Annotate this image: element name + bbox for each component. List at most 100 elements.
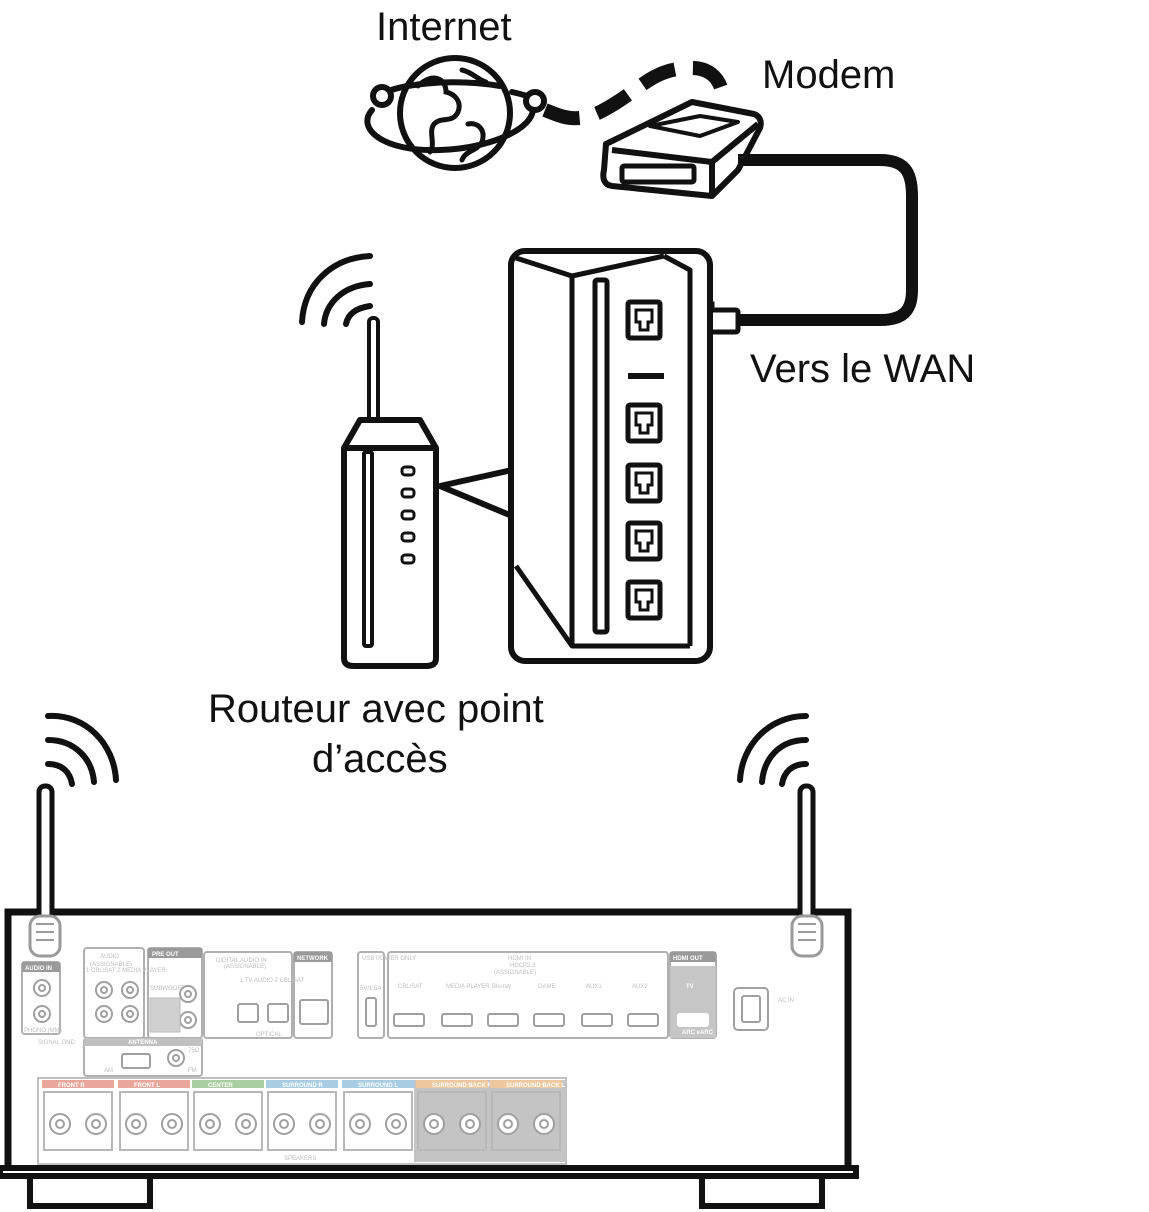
speaker-group-label: SURROUND L: [358, 1083, 398, 1089]
speaker-group-label: FRONT L: [134, 1083, 160, 1089]
router-label-line1: Routeur avec point: [208, 687, 544, 731]
lan-port-2-icon: [625, 462, 663, 504]
panel-usb-rating-label: 5V/1.5A: [360, 986, 381, 992]
hdmi-input-label: MEDIA PLAYER: [446, 984, 490, 990]
panel-am-label: AM: [104, 1068, 113, 1074]
hdmi-input-label: Blu-ray: [492, 984, 511, 990]
receiver-antenna-left: [28, 783, 62, 958]
router-wifi-signal-icon: [299, 253, 373, 327]
speaker-terminal-center: [465, 1119, 475, 1129]
panel-phono-label: PHONO (MM): [24, 1028, 62, 1034]
router-antenna: [367, 316, 380, 432]
speaker-terminal-block: [267, 1091, 337, 1151]
hdmi-input-label: CBL/SAT: [398, 984, 423, 990]
hdmi-port: [441, 1013, 473, 1027]
lan-port-3-icon: [625, 520, 663, 562]
speaker-terminal-center: [355, 1119, 365, 1129]
receiver-wifi-right-icon: [737, 713, 809, 787]
panel-usb-label: USB POWER ONLY: [362, 956, 416, 962]
hdmi-ports: [393, 1013, 659, 1027]
speaker-terminal-center: [205, 1119, 215, 1129]
panel-hdmi-out-label: HDMI OUT: [673, 956, 703, 962]
panel-arc-label: ARC eARC: [682, 1030, 714, 1036]
panel-audio-ports-label: 1 CBL/SAT 2 MEDIA PLAYER: [86, 968, 166, 974]
speaker-group-header: [416, 1080, 488, 1088]
hdmi-input-label: AUX1: [586, 984, 602, 990]
hdmi-input-label: AUX2: [632, 984, 648, 990]
speaker-group-header: [490, 1080, 562, 1088]
speaker-group-label: CENTER: [208, 1083, 233, 1089]
panel-fm-label: FM: [188, 1068, 197, 1074]
speaker-terminal-block: [343, 1091, 413, 1151]
panel-fm-ohm-label: 75Ω: [188, 1048, 200, 1054]
receiver-antenna-right: [790, 783, 824, 958]
hdmi-port: [487, 1013, 519, 1027]
speaker-group-header: [342, 1080, 414, 1088]
hdmi-port: [581, 1013, 613, 1027]
av-receiver-rear: AUDIO IN AUDIO (ASSIGNABLE) 1 CBL/SAT 2 …: [0, 783, 859, 1209]
panel-digital-audio-label: DIGITAL AUDIO IN: [216, 958, 267, 964]
speaker-terminal-block: [119, 1091, 189, 1151]
panel-antenna-label: ANTENNA: [128, 1040, 158, 1046]
speaker-terminal-center: [503, 1119, 513, 1129]
panel-optical-label: OPTICAL: [256, 1032, 282, 1038]
internet-link-dashed: [542, 60, 730, 126]
speaker-terminal-center: [315, 1119, 325, 1129]
speaker-terminal-center: [55, 1119, 65, 1129]
modem-icon: [600, 99, 764, 199]
wan-cable: [738, 154, 918, 326]
panel-audio-main-label: AUDIO: [100, 954, 119, 960]
speaker-group-label: SURROUND BACK L: [506, 1083, 565, 1089]
speaker-terminal-center: [279, 1119, 289, 1129]
speaker-terminal-block: [43, 1091, 113, 1151]
wan-label: Vers le WAN: [750, 347, 976, 391]
panel-pre-out-label: PRE OUT: [152, 952, 179, 958]
router-ports: [625, 299, 663, 621]
router-callout-pointer: [437, 467, 514, 519]
router-rear-panel: [508, 248, 713, 664]
hdmi-port: [627, 1013, 659, 1027]
speaker-group-header: [266, 1080, 338, 1088]
speaker-terminal-block: [193, 1091, 263, 1151]
rca-jacks: [33, 979, 197, 1067]
panel-speakers-label: SPEAKERS: [284, 1156, 316, 1162]
globe-icon: [364, 55, 547, 171]
panel-audio-sub-label: (ASSIGNABLE): [90, 962, 132, 968]
speaker-group-header: [118, 1080, 190, 1088]
speaker-terminal-center: [91, 1119, 101, 1129]
panel-network-label: NETWORK: [297, 956, 329, 962]
speaker-terminal-block: [491, 1091, 561, 1151]
speaker-terminals: [43, 1091, 561, 1151]
hdmi-port: [393, 1013, 425, 1027]
speaker-group-header: [42, 1080, 114, 1088]
panel-ac-in-label: AC IN: [778, 998, 794, 1004]
modem-label: Modem: [762, 53, 896, 97]
receiver-ports: [121, 987, 769, 1069]
speaker-terminal-center: [167, 1119, 177, 1129]
panel-hdmi-assignable-label: (ASSIGNABLE): [494, 970, 536, 976]
speaker-group-headers: FRONT R FRONT L CENTER SURROUND R SURROUND L…: [42, 1080, 565, 1089]
panel-audio-in-label: AUDIO IN: [25, 966, 52, 972]
internet-label: Internet: [376, 5, 512, 49]
speaker-terminal-center: [429, 1119, 439, 1129]
speaker-terminal-center: [391, 1119, 401, 1129]
panel-digital-ports-label: 1 TV AUDIO 2 CBL/SAT: [240, 978, 304, 984]
hdmi-port: [533, 1013, 565, 1027]
receiver-wifi-left-icon: [45, 712, 119, 787]
panel-subwoofer-label: SUBWOOFER: [150, 986, 190, 992]
panel-hdmi-in-label: HDMI IN: [508, 956, 531, 962]
panel-tv-label: TV: [686, 984, 694, 990]
lan-port-4-icon: [625, 579, 663, 621]
router-label-line2: d’accès: [312, 737, 448, 781]
lan-port-1-icon: [625, 402, 663, 444]
speaker-group-label: SURROUND R: [282, 1083, 323, 1089]
panel-signal-gnd-label: SIGNAL GND: [38, 1040, 75, 1046]
panel-digital-audio-sub-label: (ASSIGNABLE): [224, 964, 266, 970]
speaker-terminal-block: [417, 1091, 487, 1151]
speaker-group-label: FRONT R: [58, 1083, 85, 1089]
speaker-terminal-center: [241, 1119, 251, 1129]
speaker-terminal-center: [131, 1119, 141, 1129]
wan-port-icon: [625, 299, 663, 341]
